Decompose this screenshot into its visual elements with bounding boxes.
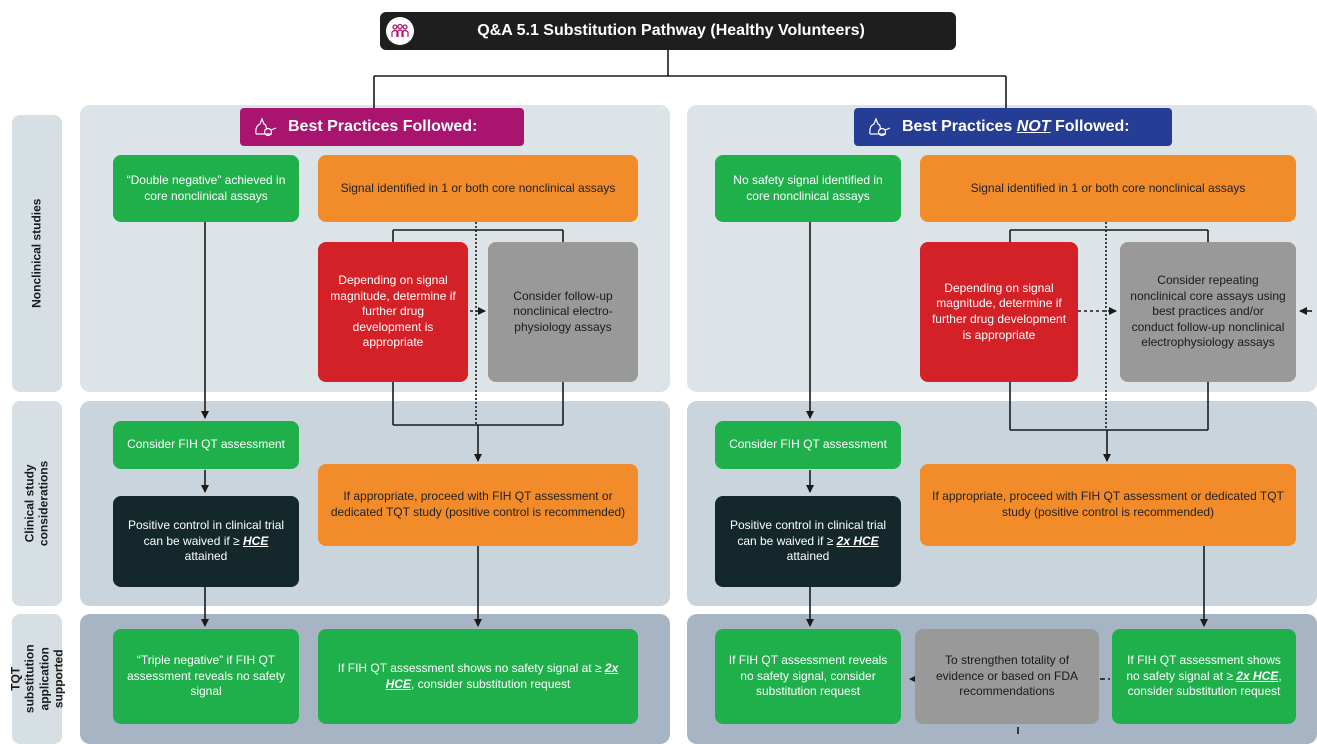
left-consider-fih-box: Consider FIH QT assessment bbox=[113, 421, 299, 469]
left-positive-control-box: Positive control in clinical trial can b… bbox=[113, 496, 299, 587]
left-depending-box: Depending on signal magnitude, determine… bbox=[318, 242, 468, 382]
right-positive-control-box: Positive control in clinical trial can b… bbox=[715, 496, 901, 587]
right-shows-box: If FIH QT assessment shows no safety sig… bbox=[1112, 629, 1296, 724]
triple-negative-box: “Triple negative” if FIH QT assessment r… bbox=[113, 629, 299, 724]
right-repeat-box: Consider repeating nonclinical core assa… bbox=[1120, 242, 1296, 382]
dog-rat-icon bbox=[869, 117, 891, 137]
left-proceed-box: If appropriate, proceed with FIH QT asse… bbox=[318, 464, 638, 546]
row-label-tqt: TQT substitution application supported bbox=[8, 614, 65, 744]
strengthen-box: To strengthen totality of evidence or ba… bbox=[915, 629, 1099, 724]
right-column-header: Best Practices NOT Followed: bbox=[854, 108, 1172, 146]
row-label-nonclinical: Nonclinical studies bbox=[12, 115, 62, 392]
left-column-header-text: Best Practices Followed: bbox=[288, 118, 478, 135]
right-reveals-box: If FIH QT assessment reveals no safety s… bbox=[715, 629, 901, 724]
right-proceed-box: If appropriate, proceed with FIH QT asse… bbox=[920, 464, 1296, 546]
right-consider-fih-box: Consider FIH QT assessment bbox=[715, 421, 901, 469]
right-depending-box: Depending on signal magnitude, determine… bbox=[920, 242, 1078, 382]
no-signal-box: No safety signal identified in core nonc… bbox=[715, 155, 901, 222]
right-column-header-text: Best Practices NOT Followed: bbox=[902, 118, 1130, 135]
page-title: Q&A 5.1 Substitution Pathway (Healthy Vo… bbox=[477, 22, 865, 39]
left-fih-shows-box: If FIH QT assessment shows no safety sig… bbox=[318, 629, 638, 724]
people-group-icon bbox=[386, 17, 414, 45]
left-signal-box: Signal identified in 1 or both core nonc… bbox=[318, 155, 638, 222]
dog-rat-icon bbox=[255, 117, 277, 137]
left-followup-box: Consider follow-up nonclinical electro-p… bbox=[488, 242, 638, 382]
left-column-header: Best Practices Followed: bbox=[240, 108, 524, 146]
double-negative-box: “Double negative” achieved in core noncl… bbox=[113, 155, 299, 222]
title-bar: Q&A 5.1 Substitution Pathway (Healthy Vo… bbox=[380, 12, 956, 50]
right-signal-box: Signal identified in 1 or both core nonc… bbox=[920, 155, 1296, 222]
row-label-clinical: Clinical study considerations bbox=[12, 401, 62, 606]
